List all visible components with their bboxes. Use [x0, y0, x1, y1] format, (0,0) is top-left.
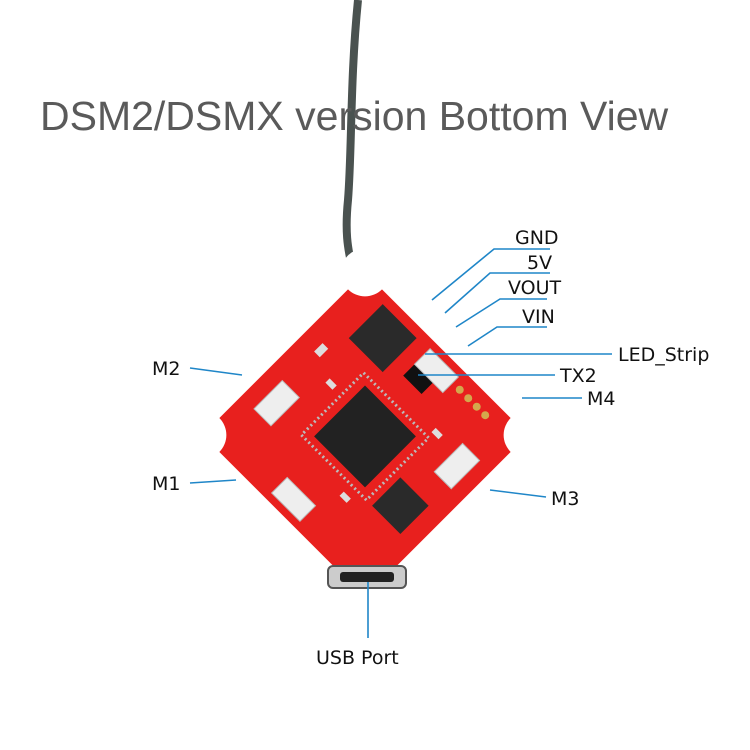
label-m1: M1	[152, 473, 180, 495]
flight-controller-board	[178, 248, 552, 622]
motor-connector	[253, 379, 300, 427]
diagram-title: DSM2/DSMX version Bottom View	[40, 93, 669, 139]
label-m3: M3	[551, 488, 579, 510]
receiver-chip	[348, 304, 417, 373]
label-m2: M2	[152, 358, 180, 380]
motor-connector	[413, 348, 460, 394]
motor-connector	[433, 442, 481, 490]
antenna-wire	[342, 0, 362, 269]
label-vout: VOUT	[508, 277, 562, 299]
label-tx2: TX2	[559, 365, 597, 387]
motor-connector	[270, 476, 317, 522]
mcu-chip	[314, 385, 416, 488]
label-led-strip: LED_Strip	[618, 344, 709, 366]
label-m4: M4	[587, 388, 615, 410]
label-vin: VIN	[522, 306, 555, 328]
label-gnd: GND	[515, 227, 559, 249]
label-5v: 5V	[527, 252, 552, 274]
label-usb-port: USB Port	[316, 647, 399, 669]
leader-lines	[189, 248, 612, 638]
